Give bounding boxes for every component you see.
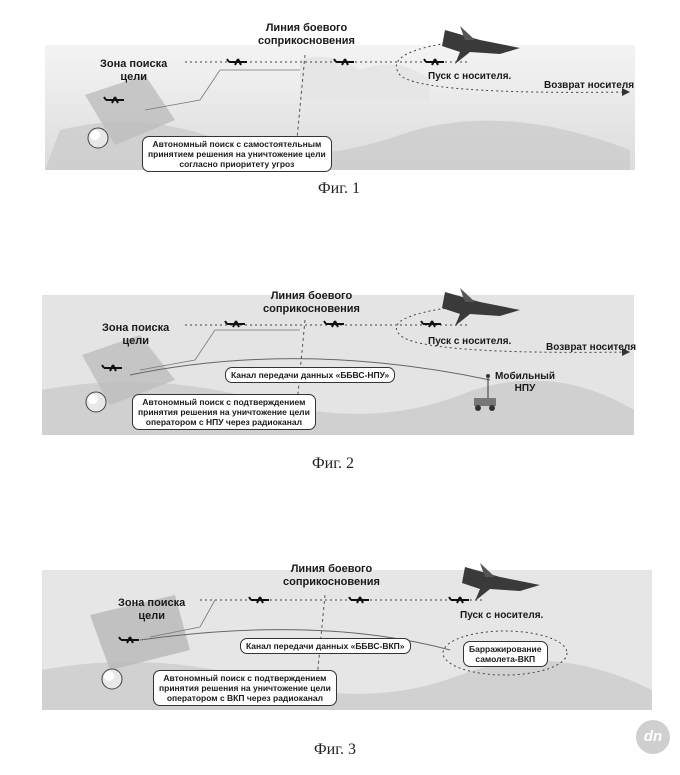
callout-line: [149, 599, 216, 638]
drone-icon: [420, 320, 441, 328]
loiter-orbit: [442, 630, 568, 676]
launch-label: Пуск с носителя.: [460, 610, 544, 621]
fighter-jet-icon: [442, 26, 520, 64]
return-label: Возврат носителя: [546, 342, 637, 353]
search-zone-shape: [82, 335, 175, 405]
cloud-texture: [300, 56, 430, 100]
search-zone-shape: [85, 75, 175, 145]
datalink-label-box: Канал передачи данных «ББВС-НПУ»: [225, 367, 396, 383]
callout-line: [144, 69, 300, 111]
drone-icon: [103, 96, 124, 104]
launch-label: Пуск с носителя.: [428, 71, 512, 82]
drone-icon: [348, 596, 369, 604]
figure-caption: Фиг. 3: [314, 741, 356, 758]
drone-icon: [248, 596, 269, 604]
datalink-label-box: Канал передачи данных «ББВС-ВКП»: [240, 638, 411, 654]
drone-icon: [224, 320, 245, 328]
drone-icon: [118, 636, 139, 644]
watermark-logo: dn: [636, 720, 670, 754]
drone-icon: [101, 364, 122, 372]
figure-caption: Фиг. 1: [318, 180, 360, 197]
fighter-jet-icon: [462, 563, 540, 601]
explosion-icon: [85, 391, 107, 413]
launch-label: Пуск с носителя.: [428, 336, 512, 347]
drone-icon: [323, 320, 344, 328]
drone-icon: [423, 58, 444, 66]
callout-line: [139, 329, 300, 371]
explosion-icon: [101, 668, 123, 690]
search-zone-shape: [90, 595, 190, 670]
datalink-path: [129, 358, 491, 381]
drone-icon: [333, 58, 354, 66]
drone-icon: [226, 58, 247, 66]
fighter-jet-icon: [442, 288, 520, 326]
return-arrow: [622, 348, 630, 356]
return-label: Возврат носителя: [544, 80, 635, 91]
return-arrow: [622, 88, 630, 96]
ground-station-icon: [474, 374, 496, 411]
drone-icon: [448, 596, 469, 604]
explosion-icon: [87, 127, 109, 149]
datalink-path: [139, 629, 451, 651]
figure-caption: Фиг. 2: [312, 455, 354, 472]
